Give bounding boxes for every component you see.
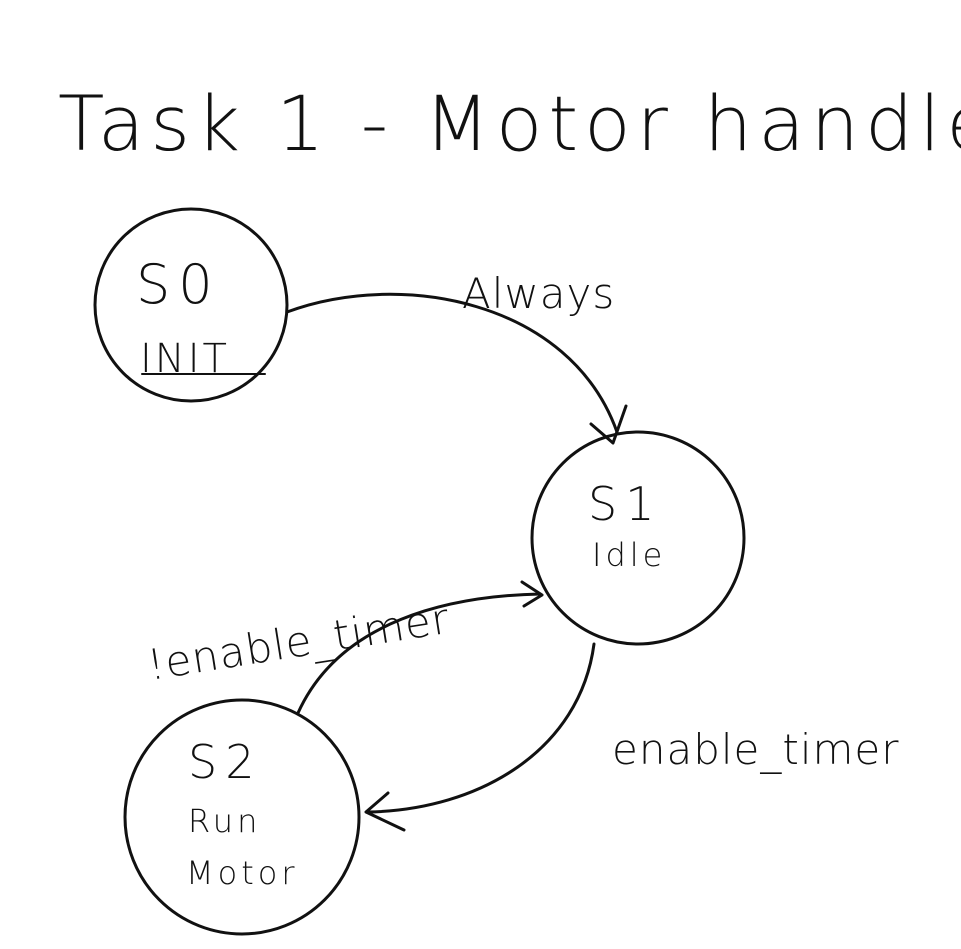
transition-s0-s1-arrowhead <box>589 404 628 445</box>
state-s1-circle <box>530 430 746 646</box>
state-s1-id: S1 <box>588 477 662 531</box>
transition-s1-s2-arrowhead <box>364 791 406 832</box>
state-s2-circle <box>123 698 361 936</box>
state-s0-circle <box>93 207 289 403</box>
transition-s1-s2-label: enable_timer <box>612 725 900 774</box>
state-s2-name-line1: Run <box>188 802 261 840</box>
state-s2-name-line2: Motor <box>186 854 298 892</box>
transition-s0-s1: Always <box>285 269 628 445</box>
transition-s0-s1-arc <box>285 292 619 434</box>
state-s1-name: Idle <box>592 536 666 574</box>
transition-s2-s1-arc <box>296 592 542 715</box>
transition-s2-s1: !enable_timer <box>144 580 544 715</box>
transition-s0-s1-label: Always <box>462 269 615 318</box>
diagram-title: Task 1 - Motor handler <box>58 79 961 168</box>
state-s2: S2 Run Motor <box>123 698 361 936</box>
transition-s1-s2: enable_timer <box>364 642 900 832</box>
state-s0: S0 INIT <box>93 207 289 403</box>
transition-s2-s1-label: !enable_timer <box>144 594 453 690</box>
state-s0-id: S0 <box>136 253 221 316</box>
transition-s2-s1-arrowhead <box>520 580 544 608</box>
state-s0-name: INIT <box>140 336 230 382</box>
state-s1: S1 Idle <box>530 430 746 646</box>
transition-s1-s2-arc <box>366 642 596 814</box>
state-s2-id: S2 <box>188 735 262 789</box>
